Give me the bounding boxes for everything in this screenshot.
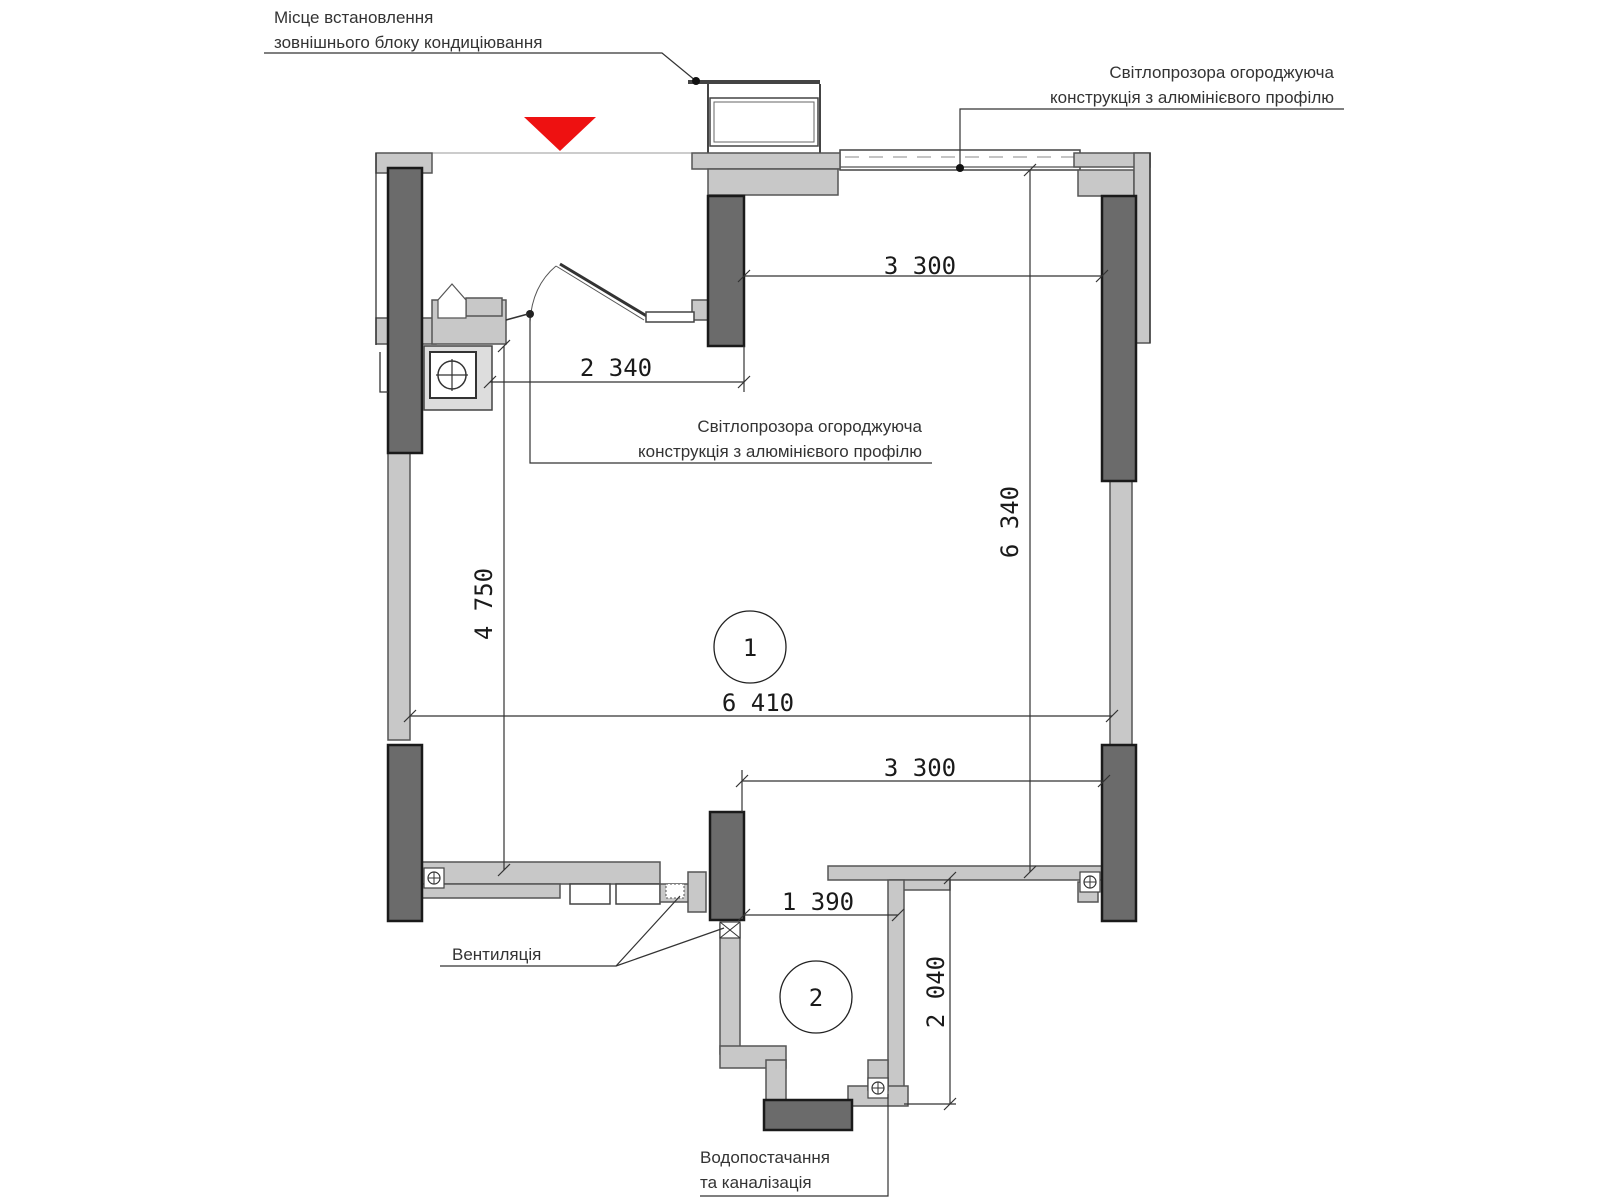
- dim-room-width: 6 410: [722, 689, 794, 717]
- dimension-lines: [403, 163, 1119, 1111]
- glazing-mid-label-line1: Світлопрозора огороджуюча: [697, 417, 922, 436]
- dim-top-width: 3 300: [884, 252, 956, 280]
- riser-bottom-left: [423, 867, 445, 889]
- leader-lines: [264, 52, 1344, 1197]
- water-label-line2: та каналізація: [700, 1173, 812, 1192]
- outer-contour: [375, 153, 1151, 393]
- columns: [386, 166, 1138, 1132]
- dim-bath-height: 2 040: [922, 956, 950, 1028]
- dim-room-height: 6 340: [996, 486, 1024, 558]
- ac-unit-block: [688, 80, 821, 160]
- dim-lower-width: 3 300: [884, 754, 956, 782]
- glazing-mid-label-line2: конструкція з алюмінієвого профілю: [638, 442, 922, 461]
- ventilation-label: Вентиляція: [452, 945, 541, 964]
- entrance-door: [505, 262, 695, 323]
- room-marker-2: 2: [779, 960, 853, 1034]
- glazing-top-label-line2: конструкція з алюмінієвого профілю: [1050, 88, 1334, 107]
- entrance-marker-icon: [524, 117, 596, 151]
- room-marker-1: 1: [713, 610, 787, 684]
- glazing-top-label-line1: Світлопрозора огороджуюча: [1109, 63, 1334, 82]
- dim-entrance-width: 2 340: [580, 354, 652, 382]
- room-number-1: 1: [743, 634, 757, 662]
- ac-unit-label-line1: Місце встановлення: [274, 8, 433, 27]
- riser-bottom-right: [1079, 871, 1101, 893]
- water-label-line1: Водопостачання: [700, 1148, 830, 1167]
- dim-bath-width: 1 390: [782, 888, 854, 916]
- ac-unit-label-line2: зовнішнього блоку кондиціювання: [274, 33, 542, 52]
- riser-top-left: [423, 283, 493, 411]
- vent-shaft: [665, 883, 741, 939]
- riser-bathroom: [867, 1077, 889, 1099]
- room-number-2: 2: [809, 984, 823, 1012]
- dim-left-height: 4 750: [470, 568, 498, 640]
